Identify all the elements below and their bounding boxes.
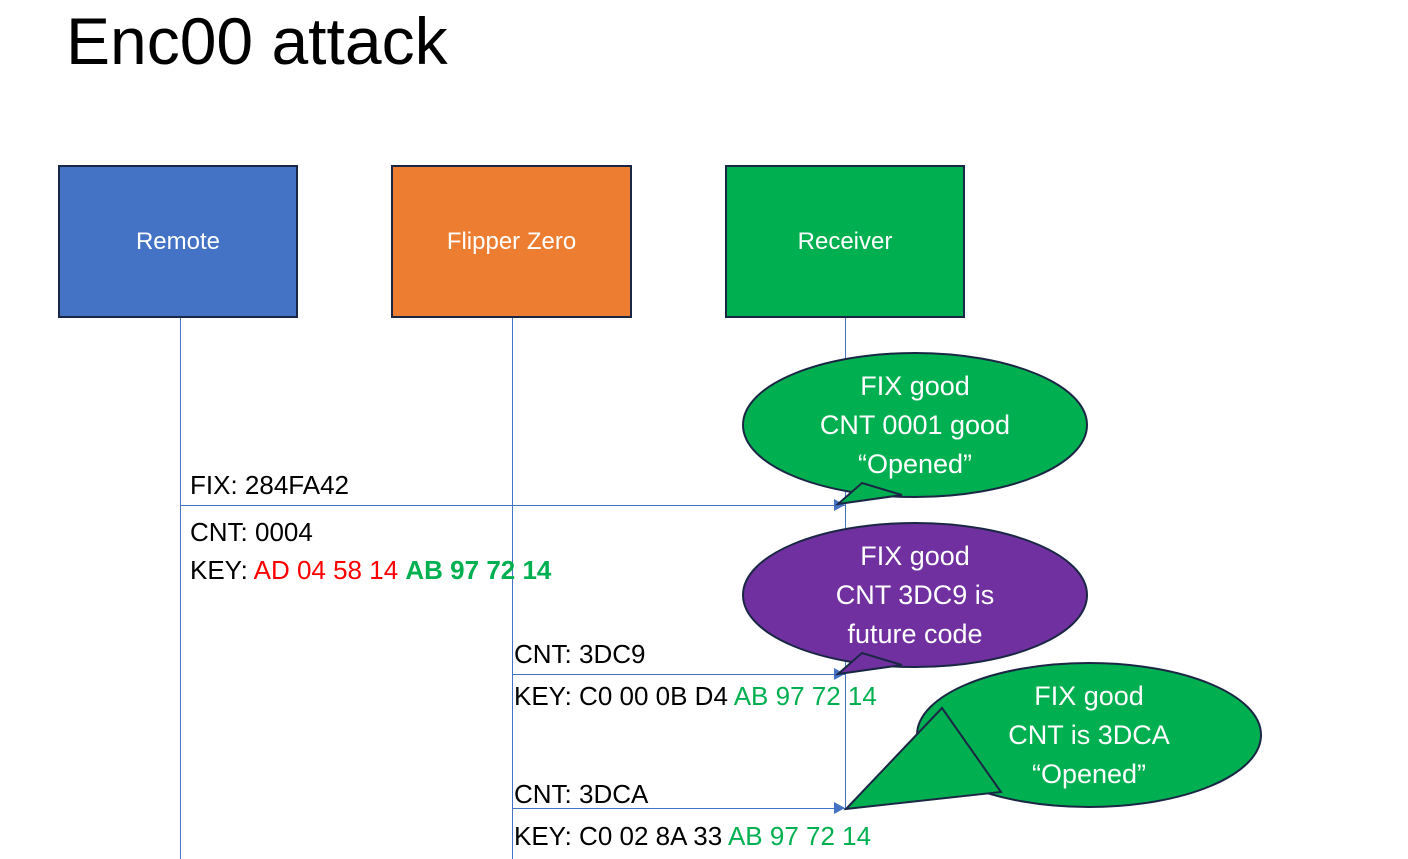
cnt-3dca-prefix: CNT: <box>514 779 579 809</box>
lifeline-flipper <box>512 318 513 859</box>
actor-box-flipper[interactable]: Flipper Zero <box>391 165 632 318</box>
message-label-key-3: KEY: C0 02 8A 33 AB 97 72 14 <box>514 817 871 855</box>
message-label-cnt-3dc9: CNT: 3DC9 <box>514 635 645 673</box>
message-arrow-flipper-to-receiver-2 <box>512 808 846 809</box>
callout-bubble-3[interactable]: FIX good CNT is 3DCA “Opened” <box>843 661 1263 814</box>
message-arrow-remote-to-receiver <box>180 505 846 506</box>
page-title: Enc00 attack <box>66 4 448 78</box>
key3-green-bytes: AB 97 72 14 <box>727 821 872 851</box>
key2-prefix: KEY: C0 00 0B D4 <box>514 681 734 711</box>
callout-shape-3 <box>843 661 1263 811</box>
actor-label-flipper: Flipper Zero <box>446 227 577 255</box>
cnt-0004-value: 0004 <box>255 517 313 547</box>
actor-box-remote[interactable]: Remote <box>58 165 298 318</box>
cnt-3dca-value: 3DCA <box>579 779 649 809</box>
key3-prefix: KEY: C0 02 8A 33 <box>514 821 728 851</box>
callout-shape-1 <box>741 351 1089 506</box>
key1-prefix: KEY: <box>190 555 254 585</box>
cnt-0004-prefix: CNT: <box>190 517 255 547</box>
callout-shape-2 <box>741 521 1089 676</box>
message-label-cnt-0004: CNT: 0004 <box>190 513 313 551</box>
arrowhead-icon-msg1 <box>834 499 845 511</box>
lifeline-remote <box>180 318 181 859</box>
actor-label-receiver: Receiver <box>797 227 893 255</box>
actor-box-receiver[interactable]: Receiver <box>725 165 965 318</box>
callout-bubble-2[interactable]: FIX good CNT 3DC9 is future code <box>741 521 1089 676</box>
key2-green-bytes: AB 97 72 14 <box>733 681 877 711</box>
message-label-cnt-3dca: CNT: 3DCA <box>514 775 648 813</box>
cnt-3dc9-prefix: CNT: <box>514 639 579 669</box>
message-arrow-flipper-to-receiver-1 <box>512 674 846 675</box>
message-label-key-1: KEY: AD 04 58 14 AB 97 72 14 <box>190 551 551 589</box>
actor-label-remote: Remote <box>135 227 221 255</box>
key1-red-bytes: AD 04 58 14 <box>253 555 399 585</box>
message-label-key-2: KEY: C0 00 0B D4 AB 97 72 14 <box>514 677 877 715</box>
callout-bubble-1[interactable]: FIX good CNT 0001 good “Opened” <box>741 351 1089 506</box>
arrowhead-icon-msg3 <box>834 802 845 814</box>
key1-green-bytes: AB 97 72 14 <box>405 555 552 585</box>
cnt-3dc9-value: 3DC9 <box>579 639 646 669</box>
message-label-fix: FIX: 284FA42 <box>190 470 349 500</box>
